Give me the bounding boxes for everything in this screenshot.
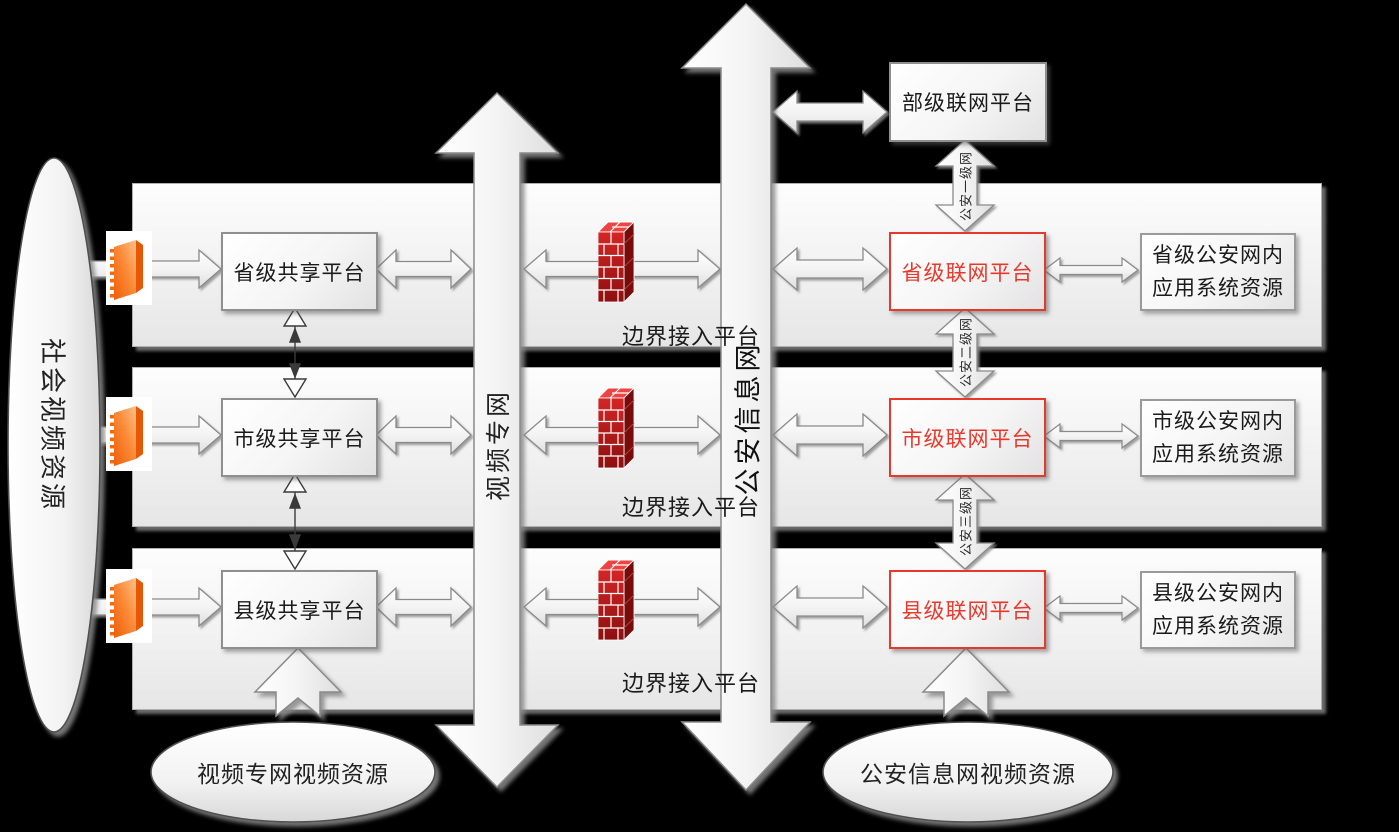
police-tier1-link-arrow (934, 139, 996, 232)
share-platform-box-province: 省级共享平台 (221, 232, 378, 311)
network-platform-label: 省级联网平台 (901, 260, 1034, 285)
red-brick-firewall-icon (598, 559, 635, 641)
red-brick-firewall-icon (598, 221, 635, 303)
app-resources-line2: 应用系统资源 (1152, 614, 1284, 638)
ministry-platform-label: 部级联网平台 (902, 91, 1034, 115)
video-private-network-arrow (434, 91, 560, 789)
network-platform-box-county: 县级联网平台 (889, 570, 1046, 649)
app-resources-box-province: 省级公安网内 应用系统资源 (1140, 233, 1296, 311)
arrow-province-share-video-net (375, 248, 472, 290)
orange-firewall-icon (106, 569, 152, 643)
arrow-police-net-city (772, 412, 888, 458)
social-video-source-ellipse (7, 157, 101, 733)
police-tier3-link-arrow (934, 473, 996, 570)
network-platform-box-province: 省级联网平台 (889, 232, 1046, 311)
video-net-source-label: 视频专网视频资源 (197, 762, 389, 788)
app-resources-line1: 市级公安网内 (1152, 409, 1284, 433)
police-info-network-label: 公安信息网 (733, 340, 765, 496)
share-platform-label: 省级共享平台 (233, 260, 366, 285)
app-resources-line1: 省级公安网内 (1152, 243, 1284, 267)
arrow-city-share-video-net (375, 414, 472, 456)
connector-province-city (282, 306, 308, 399)
police-net-source-label: 公安信息网视频资源 (860, 762, 1076, 788)
video-net-source-ellipse (150, 721, 436, 823)
app-resources-box-city: 市级公安网内 应用系统资源 (1140, 399, 1296, 477)
arrow-video-source-up (253, 646, 343, 718)
app-resources-line2: 应用系统资源 (1152, 276, 1284, 300)
network-platform-box-city: 市级联网平台 (889, 398, 1046, 477)
app-resources-line2: 应用系统资源 (1152, 442, 1284, 466)
share-platform-box-city: 市级共享平台 (221, 398, 378, 477)
connector-city-county (282, 472, 308, 571)
arrow-province-resources (1043, 256, 1139, 284)
border-access-label-province: 边界接入平台 (622, 325, 761, 350)
arrow-county-resources (1043, 594, 1139, 622)
border-access-label-city: 边界接入平台 (622, 496, 761, 521)
arrow-county-share-video-net (375, 586, 472, 628)
share-platform-box-county: 县级共享平台 (221, 570, 378, 649)
orange-firewall-icon (106, 231, 152, 305)
police-tier3-link-label: 公安三级网 (959, 485, 975, 557)
arrow-police-net-province (772, 246, 888, 292)
arrow-police-net-county (772, 584, 888, 630)
police-tier2-link-label: 公安二级网 (959, 316, 975, 388)
arrow-police-net-ministry (772, 89, 888, 135)
ministry-platform-box: 部级联网平台 (889, 62, 1047, 142)
social-video-source-label: 社会视频资源 (36, 337, 67, 513)
app-resources-line1: 县级公安网内 (1152, 581, 1284, 605)
orange-firewall-icon (106, 397, 152, 471)
police-net-source-ellipse (822, 721, 1114, 823)
police-info-network-arrow (680, 2, 812, 792)
border-access-label-county: 边界接入平台 (622, 672, 761, 697)
police-tier2-link-arrow (934, 307, 996, 398)
share-platform-label: 市级共享平台 (233, 426, 366, 451)
app-resources-box-county: 县级公安网内 应用系统资源 (1140, 571, 1296, 649)
network-platform-label: 县级联网平台 (901, 598, 1034, 623)
share-platform-label: 县级共享平台 (233, 598, 366, 623)
network-platform-label: 市级联网平台 (901, 426, 1034, 451)
arrow-police-source-up (921, 646, 1011, 718)
red-brick-firewall-icon (598, 387, 635, 469)
arrow-city-resources (1043, 422, 1139, 450)
video-private-network-label: 视频专网 (484, 388, 513, 502)
police-tier1-link-label: 公安一级网 (959, 150, 975, 222)
